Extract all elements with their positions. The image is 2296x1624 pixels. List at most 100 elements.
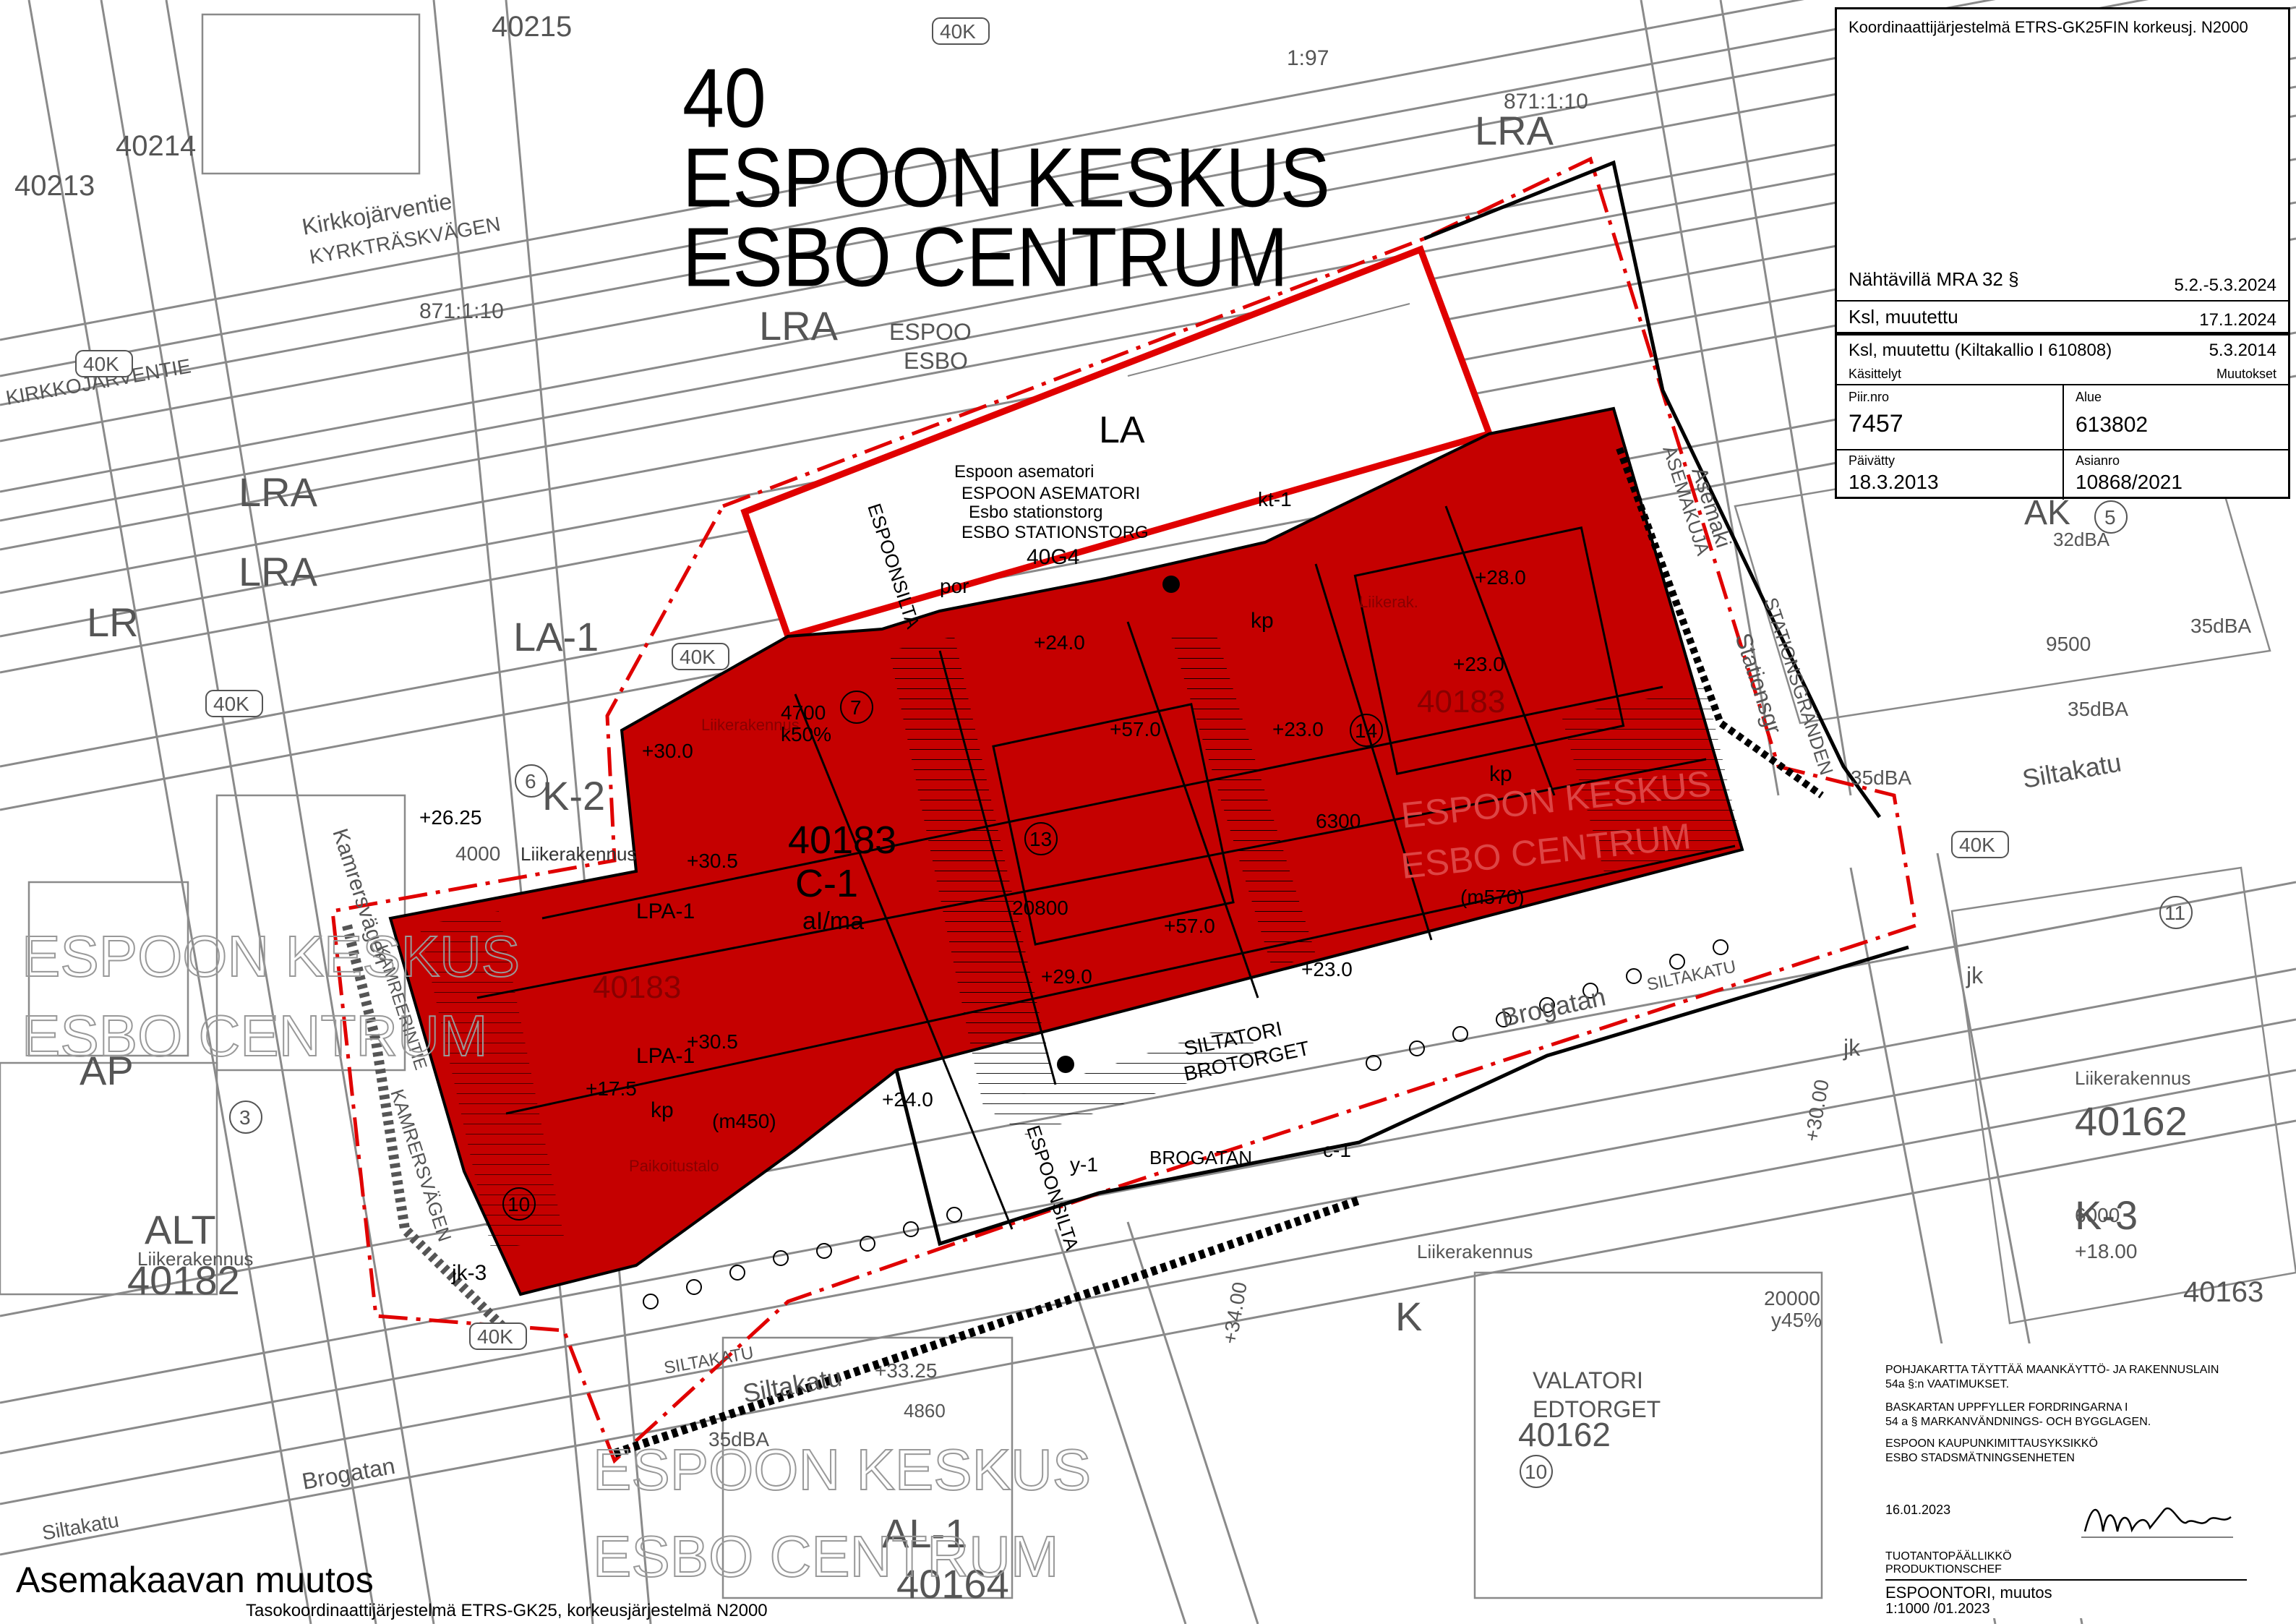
label-40164: 40164 xyxy=(896,1561,1009,1607)
plan-boundary xyxy=(330,156,1918,1464)
label-ratio-1: 871:1:10 xyxy=(1504,90,1588,114)
stamp-line4: 54 a § MARKANVÄNDNINGS- OCH BYGGLAGEN. xyxy=(1885,1416,2151,1428)
alue-value: 613802 xyxy=(2076,413,2149,437)
label-num-6: 6 xyxy=(525,770,536,792)
label-e4000: 4000 xyxy=(455,842,500,865)
label-valatori: VALATORI xyxy=(1533,1367,1643,1393)
footer-coord: Tasokoordinaattijärjestelmä ETRS-GK25, k… xyxy=(246,1601,768,1620)
stamp-date: 16.01.2023 xyxy=(1885,1503,1951,1517)
label-h28: +28.0 xyxy=(1475,566,1526,589)
stamp-line1: POHJAKARTTA TÄYTTÄÄ MAANKÄYTTÖ- JA RAKEN… xyxy=(1885,1364,2219,1376)
label-zone-main: C-1 xyxy=(795,862,858,905)
stamp-line6: ESBO STADSMÄTNINGSENHETEN xyxy=(1885,1452,2075,1464)
label-h23-b: +23.0 xyxy=(1272,718,1324,740)
label-num-3: 3 xyxy=(239,1106,251,1129)
row3-value: 5.3.2014 xyxy=(2209,341,2276,360)
stamp-line3: BASKARTAN UPPFYLLER FORDRINGARNA I xyxy=(1885,1401,2128,1414)
label-db35-c: 35dBA xyxy=(2190,615,2251,637)
label-e4700: 4700 xyxy=(781,701,826,724)
alue-label: Alue xyxy=(2076,390,2102,404)
label-h30: +30.0 xyxy=(642,740,693,762)
asianro-label: Asianro xyxy=(2076,453,2120,468)
label-al1: AL-1 xyxy=(882,1510,967,1556)
label-db32: 32dBA xyxy=(2053,529,2110,550)
label-db35-a: 35dBA xyxy=(1851,766,1911,789)
label-h57-b: +57.0 xyxy=(1164,915,1215,937)
label-lr: LR xyxy=(87,599,139,645)
kasittelyt-label: Käsittelyt xyxy=(1849,367,1902,381)
label-e6000: 6000 xyxy=(2075,1204,2120,1226)
label-40183-right: 40183 xyxy=(1417,684,1505,719)
row3-label: Ksl, muutettu (Kiltakallio I 610808) xyxy=(1849,341,2112,360)
label-db35-b: 35dBA xyxy=(2068,698,2128,720)
label-ratio-97: 1:97 xyxy=(1287,46,1329,70)
label-num-5: 5 xyxy=(2104,506,2116,529)
label-h305-b: +30.5 xyxy=(687,1030,738,1053)
stamp-title: ESPOONTORI, muutos xyxy=(1885,1584,2052,1602)
label-40215: 40215 xyxy=(492,11,572,43)
map-district-sv-3: ESBO CENTRUM xyxy=(593,1524,1059,1589)
label-40182: 40182 xyxy=(127,1257,240,1303)
label-h2625: +26.25 xyxy=(419,806,481,829)
label-la: LA xyxy=(1099,409,1145,451)
label-40k-2: 40K xyxy=(940,20,976,43)
asianro-value: 10868/2021 xyxy=(2076,471,2183,493)
label-h305-a: +30.5 xyxy=(687,850,738,872)
trees xyxy=(643,939,1729,1309)
label-40k-1: 40K xyxy=(83,353,119,375)
label-k: K xyxy=(1395,1294,1422,1339)
label-num-10-a: 10 xyxy=(507,1193,530,1215)
row2-value: 17.1.2024 xyxy=(2199,310,2276,330)
label-edtorget: EDTORGET xyxy=(1533,1396,1661,1422)
label-jk-a: jk xyxy=(1966,962,1984,988)
label-e20000: 20000 xyxy=(1764,1287,1820,1309)
label-y1: y-1 xyxy=(1070,1153,1098,1176)
label-lra-4: LRA xyxy=(239,549,318,594)
label-h57-a: +57.0 xyxy=(1110,718,1161,740)
label-40213: 40213 xyxy=(14,170,95,202)
label-asematori-sv-caps: ESBO STATIONSTORG xyxy=(961,523,1149,542)
label-ratio-2: 871:1:10 xyxy=(419,299,504,323)
signature xyxy=(2081,1507,2233,1538)
label-kp-a: kp xyxy=(651,1098,674,1122)
label-lra-3: LRA xyxy=(239,469,318,515)
title-district-fi: ESPOON KESKUS xyxy=(682,131,1330,226)
label-40k-6: 40K xyxy=(477,1325,513,1348)
map-district-sv-2: ESBO CENTRUM xyxy=(22,1004,488,1068)
row2-label: Ksl, muutettu xyxy=(1849,306,1958,328)
label-por: por xyxy=(940,575,969,597)
label-lpa1-b: LPA-1 xyxy=(636,1044,695,1068)
title-district-sv: ESBO CENTRUM xyxy=(682,210,1288,305)
label-h23-a: +23.0 xyxy=(1453,653,1504,675)
label-40163: 40163 xyxy=(2183,1276,2263,1308)
label-k2: K-2 xyxy=(542,773,605,819)
label-40k-3: 40K xyxy=(213,693,249,715)
label-h24-a: +24.0 xyxy=(1034,631,1085,654)
row1-label: Nähtävillä MRA 32 § xyxy=(1849,268,2019,290)
base-map-blocks xyxy=(0,13,2296,1599)
label-40214: 40214 xyxy=(116,130,196,162)
label-jk-b: jk xyxy=(1843,1035,1861,1061)
label-num-7: 7 xyxy=(850,696,862,719)
label-ak: AK xyxy=(2024,494,2070,532)
label-h29: +29.0 xyxy=(1041,965,1092,988)
stamp-block: POHJAKARTTA TÄYTTÄÄ MAANKÄYTTÖ- JA RAKEN… xyxy=(1861,1343,2266,1618)
label-40162-right: 40162 xyxy=(2075,1098,2188,1144)
label-y45: y45% xyxy=(1771,1309,1822,1331)
label-40g4: 40G4 xyxy=(1027,545,1079,569)
label-h18: +18.00 xyxy=(2075,1240,2137,1262)
label-c1: c-1 xyxy=(1323,1139,1351,1161)
label-asematori-fi: Espoon asematori xyxy=(954,462,1094,482)
label-h175: +17.5 xyxy=(586,1077,637,1100)
label-asematori-fi-caps: ESPOON ASEMATORI xyxy=(961,484,1140,503)
label-liikerakennus-4: Liikerakennus xyxy=(137,1248,253,1270)
footer-title: Asemakaavan muutos xyxy=(16,1560,374,1600)
map-district-fi-3: ESPOON KESKUS xyxy=(593,1437,1091,1502)
label-liikerakennus-3: Liikerakennus xyxy=(1417,1241,1533,1262)
label-k3: K-3 xyxy=(2075,1192,2138,1238)
label-lra-2: LRA xyxy=(759,303,839,349)
row1-value: 5.2.-5.3.2024 xyxy=(2174,275,2276,295)
label-asematori-sv: Esbo stationstorg xyxy=(969,503,1102,522)
label-e4860: 4860 xyxy=(904,1400,946,1422)
stamp-role-fi: TUOTANTOPÄÄLLIKKÖ xyxy=(1885,1550,2012,1563)
